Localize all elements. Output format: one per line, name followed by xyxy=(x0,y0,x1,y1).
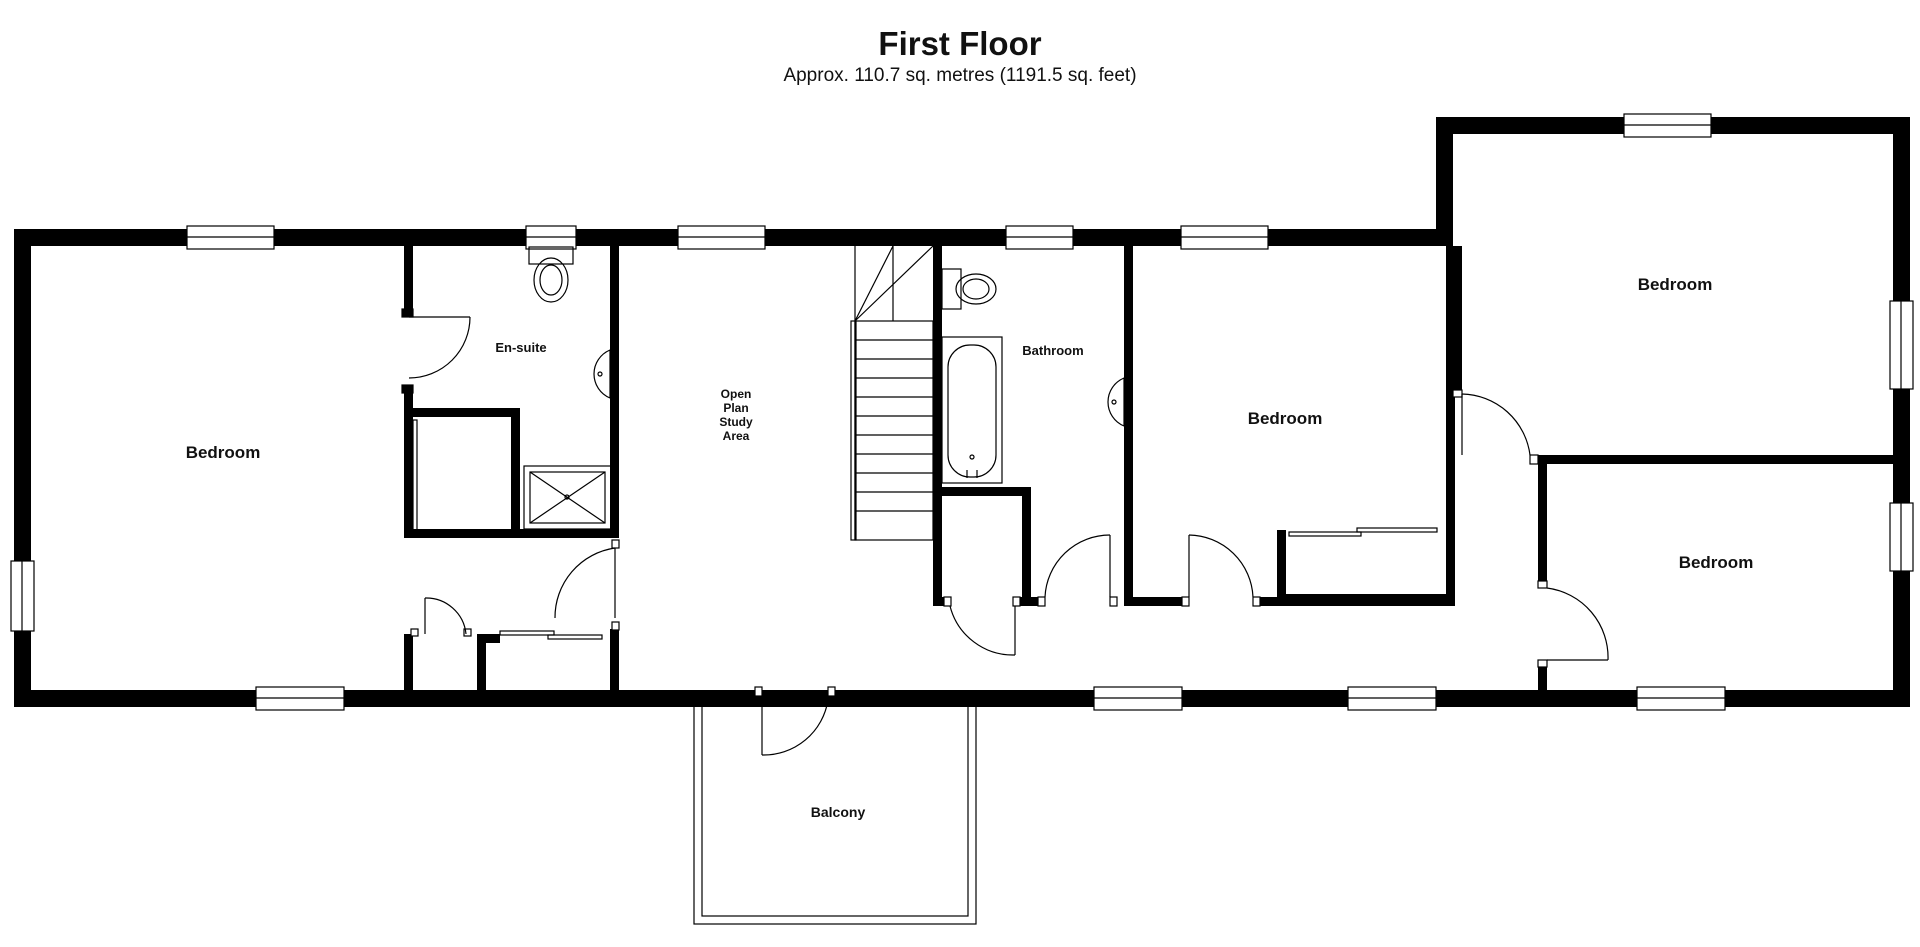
basin-bathroom xyxy=(1107,377,1125,427)
door-closet-left xyxy=(424,597,467,635)
toilet-bathroom xyxy=(941,268,997,310)
plan-title: First Floor xyxy=(878,25,1042,62)
room-labels: Bedroom En-suite Open Plan Study Area Ba… xyxy=(186,275,1754,820)
label-bedroom-left: Bedroom xyxy=(186,443,261,462)
label-balcony: Balcony xyxy=(811,804,866,820)
exterior-walls xyxy=(14,117,1910,707)
door-bedroom-top-right xyxy=(1461,393,1531,456)
door-cupboard xyxy=(949,605,1016,656)
door-jambs xyxy=(401,308,1548,697)
fixtures xyxy=(523,246,1125,530)
toilet-ensuite xyxy=(528,246,574,303)
label-study-line2: Plan xyxy=(723,401,748,415)
door-bedroom-bottom-right xyxy=(1546,587,1609,661)
door-balcony xyxy=(761,699,829,756)
label-bedroom-top-right: Bedroom xyxy=(1638,275,1713,294)
door-bedroom-left xyxy=(554,547,616,619)
door-bathroom xyxy=(1044,534,1111,598)
label-study-line1: Open xyxy=(721,387,752,401)
shower-tray xyxy=(523,465,612,530)
doors xyxy=(408,316,1609,756)
interior-walls xyxy=(404,246,1910,690)
windows xyxy=(10,113,1914,711)
basin-ensuite xyxy=(593,349,611,399)
staircase xyxy=(850,245,934,541)
label-bedroom-middle: Bedroom xyxy=(1248,409,1323,428)
door-bedroom-middle xyxy=(1188,534,1254,598)
label-bathroom: Bathroom xyxy=(1022,343,1083,358)
label-study-line3: Study xyxy=(719,415,753,429)
door-ensuite xyxy=(408,316,471,379)
label-study-line4: Area xyxy=(723,429,750,443)
wardrobes xyxy=(412,419,1455,640)
plan-subtitle: Approx. 110.7 sq. metres (1191.5 sq. fee… xyxy=(783,65,1137,86)
bath xyxy=(941,336,1003,484)
title-block: First Floor Approx. 110.7 sq. metres (11… xyxy=(0,24,1920,88)
label-ensuite: En-suite xyxy=(495,340,546,355)
label-bedroom-bottom-right: Bedroom xyxy=(1679,553,1754,572)
